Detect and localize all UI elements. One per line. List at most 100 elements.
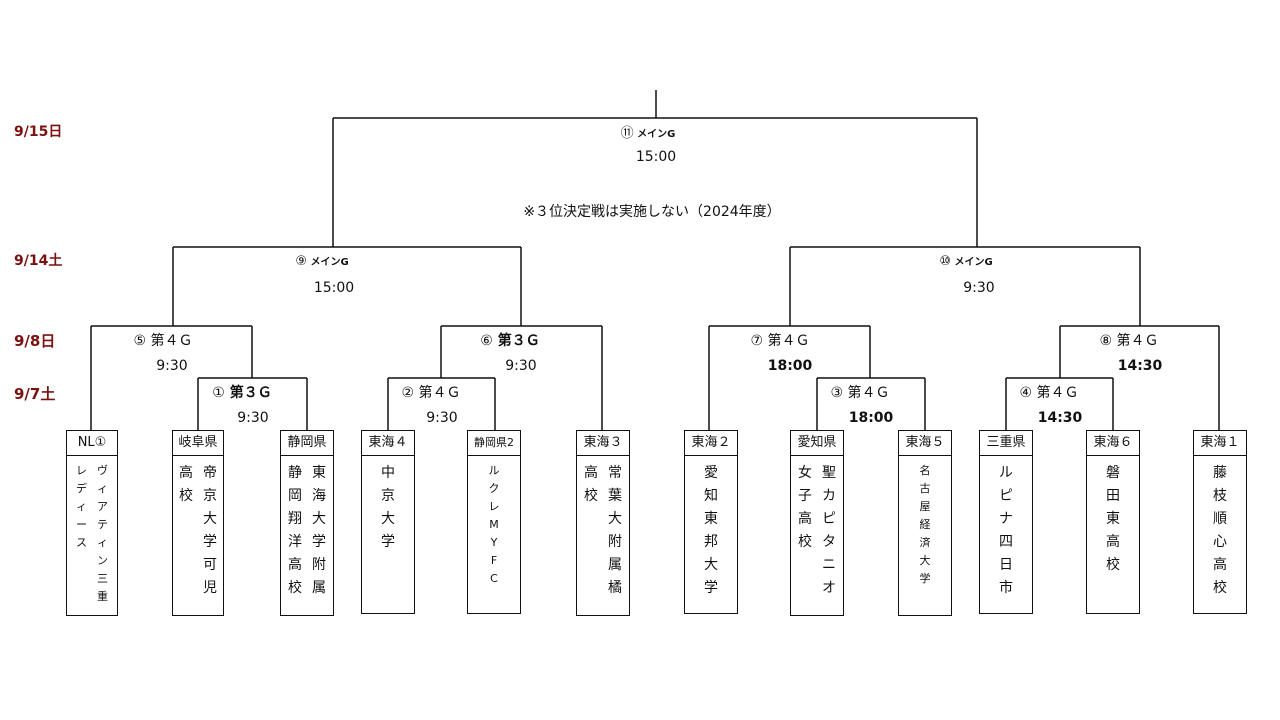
- r1-4-time: 14:30: [1037, 410, 1083, 426]
- r1-2-time: 9:30: [426, 410, 458, 426]
- sf9-time: 15:00: [313, 280, 355, 296]
- final-time: 15:00: [635, 149, 677, 165]
- sf9-connector: [172, 246, 522, 326]
- team-name-column: 名古屋経済大学: [919, 464, 931, 585]
- qf7-time: 18:00: [767, 358, 813, 374]
- qf5-venue: 第４Ｇ: [150, 333, 193, 349]
- r1-4-match-number: ④: [1019, 385, 1033, 401]
- qf5-match-number: ⑤: [133, 333, 147, 349]
- r1-1-match-number: ①: [212, 385, 225, 401]
- team-name-column: ルピナ四日市: [999, 465, 1013, 596]
- sf9-match-number: ⑨: [295, 254, 307, 269]
- team-box: 静岡県 東海大学附属静岡翔洋高校: [280, 430, 334, 616]
- team-seed: 静岡県: [281, 431, 333, 456]
- sf10-connector: [789, 246, 1141, 326]
- team-name-column: 常葉大附属橘: [608, 465, 622, 596]
- team-name: 磐田東高校: [1087, 456, 1139, 577]
- qf6-match-label: ⑥ 第３Ｇ: [480, 330, 539, 350]
- sf10-time: 9:30: [963, 280, 995, 296]
- team-name: 名古屋経済大学: [899, 456, 951, 588]
- r1-2-match-label: ② 第４Ｇ: [401, 382, 460, 402]
- team-name: 帝京大学可児高校: [173, 456, 223, 600]
- r1-1-venue: 第３Ｇ: [229, 385, 272, 401]
- qf8-match-number: ⑧: [1099, 333, 1113, 349]
- team-box: 東海２ 愛知東邦大学: [684, 430, 738, 614]
- r1-3-match-number: ③: [830, 385, 844, 401]
- r1-4-match-label: ④ 第４Ｇ: [1019, 382, 1078, 402]
- sf10-venue: メインG: [954, 257, 993, 268]
- qf7-match-label: ⑦ 第４Ｇ: [750, 330, 809, 350]
- qf6-connector: [440, 325, 603, 430]
- team-name: ルピナ四日市: [980, 456, 1032, 600]
- team-box: 愛知県 聖カピタニオ女子高校: [790, 430, 844, 616]
- qf6-match-number: ⑥: [480, 333, 493, 349]
- qf8-venue: 第４Ｇ: [1116, 333, 1159, 349]
- team-name-column: 静岡翔洋高校: [288, 465, 302, 596]
- sf9-venue: メインG: [310, 257, 349, 268]
- r1-3-venue: 第４Ｇ: [847, 385, 890, 401]
- team-name-column: 女子高校: [798, 465, 812, 550]
- qf5-match-label: ⑤ 第４Ｇ: [133, 330, 192, 350]
- team-name-column: 帝京大学可児: [203, 465, 217, 596]
- team-name-column: レディース: [76, 464, 87, 549]
- team-seed: 三重県: [980, 431, 1032, 456]
- team-name-column: 東海大学附属: [312, 465, 326, 596]
- team-seed: 東海２: [685, 431, 737, 456]
- sf9-match-label: ⑨ メインG: [295, 253, 348, 269]
- team-name-column: 磐田東高校: [1106, 465, 1120, 573]
- team-name-column: 中京大学: [381, 465, 395, 550]
- qf8-match-label: ⑧ 第４Ｇ: [1099, 330, 1158, 350]
- final-venue: メインG: [637, 129, 676, 140]
- team-name-column: 高校: [584, 465, 598, 504]
- r1-3-time: 18:00: [848, 410, 894, 426]
- qf5-time: 9:30: [156, 358, 188, 374]
- r1-1-match-label: ① 第３Ｇ: [212, 382, 271, 402]
- qf7-connector: [708, 325, 871, 430]
- team-name-column: ヴィアティン三重: [97, 464, 108, 603]
- team-name-column: 藤枝順心高校: [1213, 465, 1227, 596]
- date-quarterfinal: 9/8日: [14, 332, 56, 350]
- qf8-time: 14:30: [1117, 358, 1163, 374]
- r1-2-match-number: ②: [401, 385, 415, 401]
- final-match-label: ⑪ メインG: [621, 122, 676, 141]
- qf7-venue: 第４Ｇ: [767, 333, 810, 349]
- r1-1-time: 9:30: [237, 410, 269, 426]
- team-name: 藤枝順心高校: [1194, 456, 1246, 600]
- sf10-match-label: ⑩ メインG: [939, 253, 992, 269]
- team-seed: 岐阜県: [173, 431, 223, 456]
- date-first-round: 9/7土: [14, 385, 56, 403]
- team-seed: 愛知県: [791, 431, 843, 456]
- team-name: 中京大学: [362, 456, 414, 554]
- team-seed: 東海４: [362, 431, 414, 456]
- date-final: 9/15日: [14, 124, 63, 140]
- team-seed: 東海６: [1087, 431, 1139, 456]
- team-name-column: 高校: [179, 465, 193, 504]
- qf6-venue: 第３Ｇ: [497, 333, 540, 349]
- team-name: 聖カピタニオ女子高校: [791, 456, 843, 600]
- team-box: 東海４ 中京大学: [361, 430, 415, 614]
- team-seed: 静岡県2: [468, 431, 520, 456]
- team-seed: NL①: [67, 431, 117, 456]
- team-name: ヴィアティン三重レディース: [67, 456, 117, 606]
- r1-1-connector: [197, 377, 308, 430]
- qf6-time: 9:30: [505, 358, 537, 374]
- r1-2-connector: [387, 377, 496, 430]
- qf7-match-number: ⑦: [750, 333, 764, 349]
- third-place-note: ※３位決定戦は実施しない（2024年度）: [523, 204, 781, 220]
- team-box: 東海６ 磐田東高校: [1086, 430, 1140, 614]
- team-name-column: 聖カピタニオ: [822, 465, 836, 596]
- team-box: 東海３ 常葉大附属橘高校: [576, 430, 630, 616]
- r1-3-connector: [816, 377, 926, 430]
- r1-4-venue: 第４Ｇ: [1036, 385, 1079, 401]
- qf8-connector: [1059, 325, 1220, 430]
- team-seed: 東海３: [577, 431, 629, 456]
- team-name: 常葉大附属橘高校: [577, 456, 629, 600]
- team-name: 東海大学附属静岡翔洋高校: [281, 456, 333, 600]
- r1-3-match-label: ③ 第４Ｇ: [830, 382, 889, 402]
- team-box: 岐阜県 帝京大学可児高校: [172, 430, 224, 616]
- final-match-number: ⑪: [620, 126, 634, 141]
- team-box: NL① ヴィアティン三重レディース: [66, 430, 118, 616]
- r1-2-venue: 第４Ｇ: [418, 385, 461, 401]
